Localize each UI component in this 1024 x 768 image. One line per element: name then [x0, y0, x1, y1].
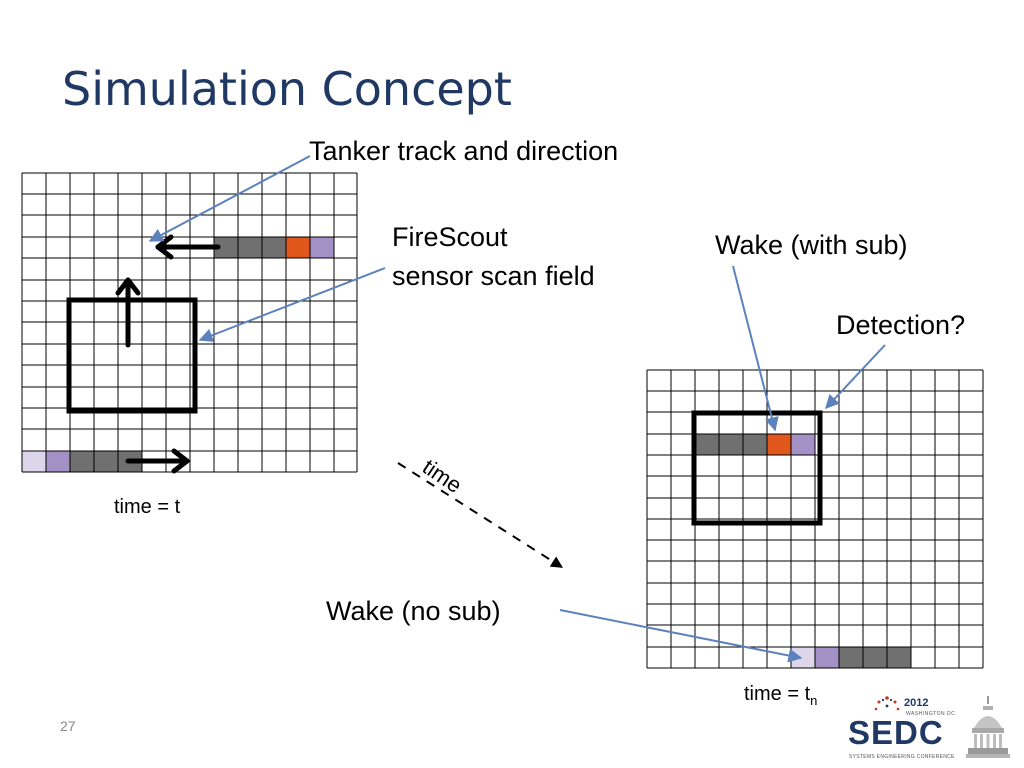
sub-wake-cell: [310, 237, 334, 258]
sensor-scan-field: [691, 410, 823, 526]
wake-cell: [887, 647, 911, 668]
wake-with-sub-callout-arrow: [732, 265, 779, 432]
wake-no-sub-callout-arrow: [559, 609, 803, 663]
sensor-direction-arrow-icon: [115, 277, 141, 348]
sub-wake-cell: [815, 647, 839, 668]
detection-callout-arrow: [825, 344, 886, 410]
direction-arrows: [115, 234, 221, 474]
wake-no-sub-label: Wake (no sub): [326, 596, 501, 626]
logo-subtitle: SYSTEMS ENGINEERING CONFERENCE: [849, 754, 955, 760]
grid-time-tn-cells: [695, 434, 911, 668]
fireworks-icon: [874, 696, 900, 711]
tanker-track-label: Tanker track and direction: [309, 136, 619, 166]
wake-with-sub-label: Wake (with sub): [715, 230, 908, 260]
wake-cell: [839, 647, 863, 668]
tanker-track-cell: [238, 237, 262, 258]
wake-cell: [863, 647, 887, 668]
sub-wake-cell: [791, 434, 815, 455]
page-number: 27: [60, 718, 76, 734]
sub-direction-arrow-icon: [125, 448, 190, 474]
logo-wordmark: SEDC: [848, 714, 944, 751]
firescout-label-line2: sensor scan field: [392, 261, 595, 291]
capitol-dome-icon: [966, 696, 1010, 758]
time-tn-base: time = t: [744, 683, 811, 705]
tanker-callout-arrow: [148, 155, 311, 242]
sub-wake-cell: [46, 451, 70, 472]
tanker-track-cell: [262, 237, 286, 258]
firescout-callout-arrow: [198, 267, 386, 342]
grid-time-t-lines: [21, 172, 358, 473]
wake-cell: [70, 451, 94, 472]
callout-arrows: [148, 155, 886, 663]
logo-year: 2012: [904, 697, 929, 709]
time-tn-label: time = tn: [744, 683, 817, 708]
tanker-head-cell: [286, 237, 310, 258]
tanker-track-cell: [695, 434, 719, 455]
tanker-head-cell: [767, 434, 791, 455]
logo-place: WASHINGTON DC: [906, 711, 956, 717]
faded-wake-cell: [22, 451, 46, 472]
tanker-direction-arrow-icon: [155, 234, 221, 260]
slide-title: Simulation Concept: [62, 62, 512, 116]
detection-label: Detection?: [836, 310, 966, 340]
firescout-label-line1: FireScout: [392, 222, 508, 252]
conference-logo: 2012 WASHINGTON DC SEDC SYSTEMS ENGINEER…: [848, 694, 1018, 764]
grid-time-tn: [646, 369, 984, 669]
wake-cell: [94, 451, 118, 472]
time-t-label: time = t: [114, 496, 181, 518]
grid-time-t-cells: [22, 237, 334, 472]
tanker-track-cell: [743, 434, 767, 455]
time-progression-arrow: [397, 462, 564, 568]
tanker-track-cell: [719, 434, 743, 455]
tanker-track-cell: [214, 237, 238, 258]
grid-time-t: [21, 172, 358, 474]
time-tn-subscript: n: [810, 693, 818, 708]
sensor-scan-field: [66, 297, 198, 414]
